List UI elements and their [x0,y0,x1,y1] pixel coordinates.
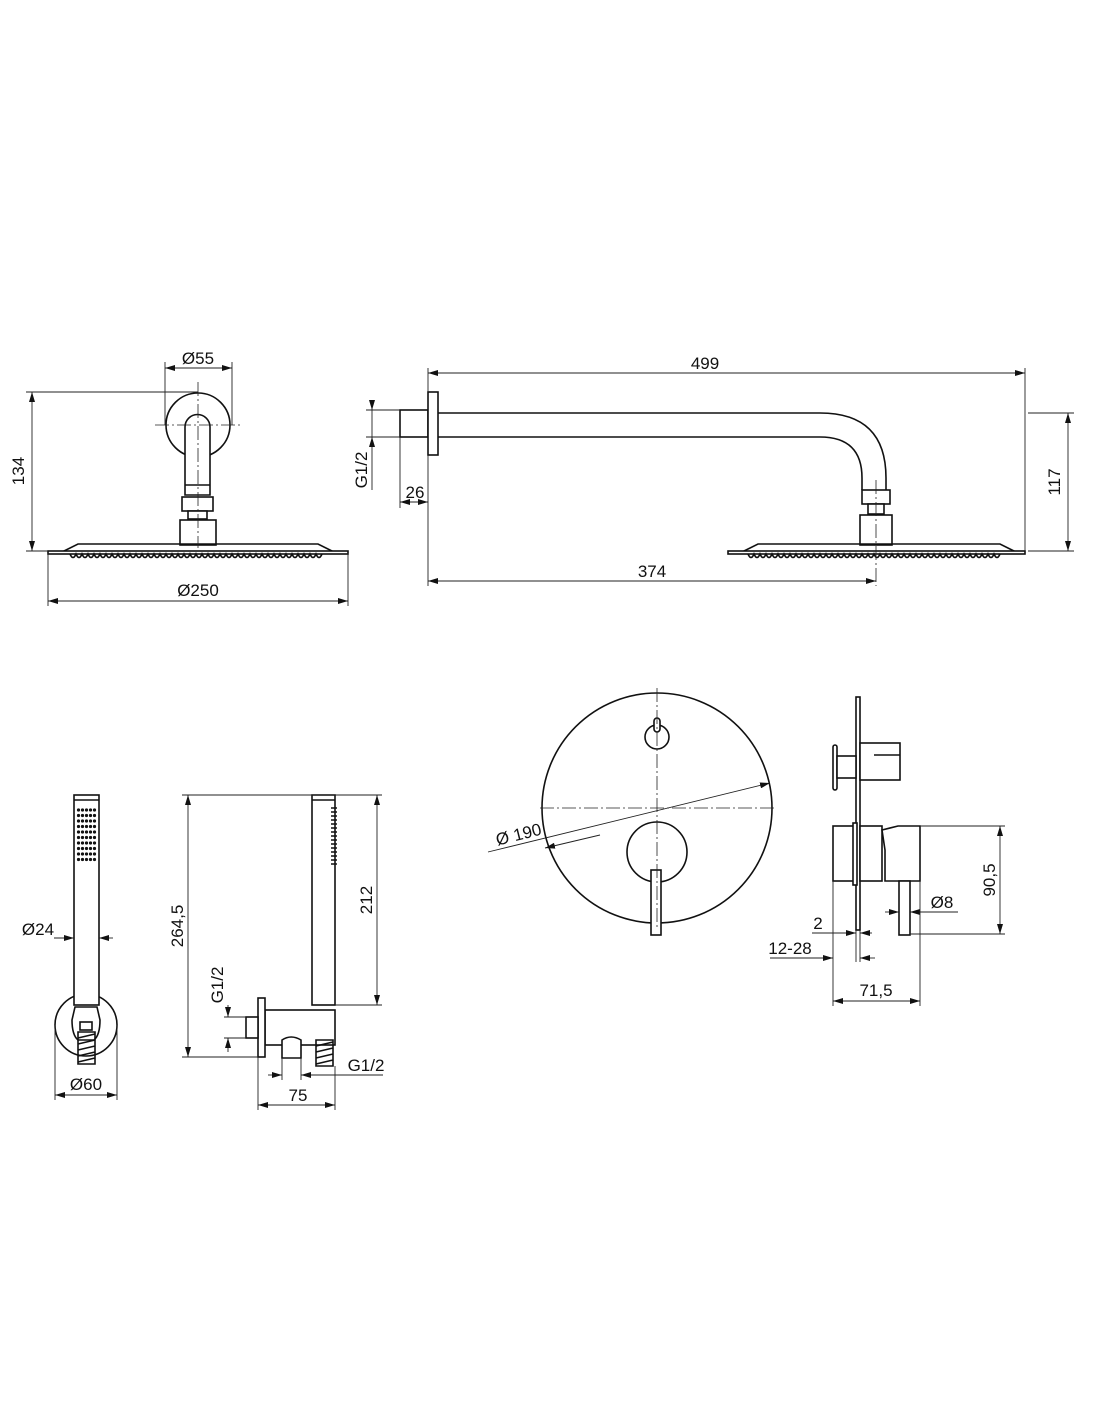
nozzles [69,551,323,559]
dim-flange-diameter: Ø55 [182,349,214,368]
spray-nozzle-dot [76,824,81,829]
spray-nozzle-dot [88,819,93,823]
wall-flange [427,391,439,456]
dim-shower-length: 212 [357,886,376,914]
hand-shower-front-view: Ø24 Ø60 [22,794,118,1100]
mixer-plate-side [855,696,861,931]
spray-nozzle-dot [80,824,85,829]
dim-projection: 374 [638,562,666,581]
spray-nozzle-dot [84,824,89,829]
spray-nozzle-dot [88,841,93,845]
dim-stub-length: 26 [406,483,425,502]
spray-nozzle-dot [92,824,97,829]
mixer-front-view: Ø 190 [487,688,775,936]
spray-nozzle-dot [80,841,85,845]
shower-head-front-view: Ø55 134 Ø250 [9,349,349,606]
spray-nozzle-dot [92,857,97,862]
dim-arm-thread: G1/2 [352,452,371,489]
wall-stub [399,409,429,438]
dim-mixer-height: 90,5 [980,863,999,896]
dim-arm-length: 499 [691,354,719,373]
shower-head-side-view: 499 G1/2 26 374 117 [352,354,1074,586]
mixer-side-view: 90,5 Ø8 2 12-28 71,5 [768,696,1005,1006]
spray-nozzle-dot [88,846,93,851]
spray-nozzle-dot [80,846,85,851]
arm-pipe [184,413,211,496]
spray-nozzle-dot [80,857,85,862]
swivel-nut [181,496,214,512]
hand-shower-handle [73,794,100,1006]
spray-nozzle-dot [76,846,81,851]
spray-nozzle-dot [80,813,85,818]
spray-nozzle-dot [92,835,97,840]
spray-nozzle-dot [84,835,89,840]
dim-mixer-depth: 71,5 [859,981,892,1000]
dim-lever-diameter: Ø8 [931,893,954,912]
spray-nozzle-dot [88,830,93,834]
spray-nozzle-dot [76,830,81,834]
diverter-body [859,742,901,781]
dim-total-height: 264,5 [168,905,187,948]
dim-plate-thickness: 2 [813,914,822,933]
spray-nozzle-dot [92,841,97,845]
spray-nozzle-dot [84,830,89,834]
spray-nozzle-dot [76,813,81,818]
dim-plate-diameter: Ø 190 [494,820,544,850]
spray-nozzle-dot [88,835,93,840]
dim-head-height: 134 [9,457,28,485]
spray-nozzle-dot [80,852,85,856]
spray-nozzle-dot [76,852,81,856]
spray-nozzle-dot [76,819,81,823]
hand-shower-side-view: 264,5 212 G1/2 G1/2 75 [168,794,385,1110]
spray-nozzle-dot [88,808,93,812]
dim-depth: 75 [289,1086,308,1105]
wall-outlet-flange [257,997,266,1058]
spray-nozzle-dot [84,813,89,818]
lever-side [898,880,911,936]
spray-nozzle-dot [84,857,89,862]
lever-cartridge [881,825,921,882]
dim-holder-diameter: Ø60 [70,1075,102,1094]
spray-nozzle-dot [84,819,89,823]
spray-nozzle-dot [92,808,97,812]
dim-head-diameter: Ø250 [177,581,219,600]
spray-nozzle-dot [88,852,93,856]
spray-nozzle-dot [92,819,97,823]
spray-nozzle-dot [76,841,81,845]
spray-nozzle-dot [88,824,93,829]
mixer-lever [650,869,662,936]
spray-nozzle-dot [76,835,81,840]
hand-shower-body [311,794,336,1006]
dim-outlet-thread: G1/2 [348,1056,385,1075]
spray-nozzle-dot [80,808,85,812]
spray-nozzle-dot [84,808,89,812]
spray-nozzle-dot [76,857,81,862]
hose-thread [77,1031,96,1065]
spray-nozzle-dot [84,846,89,851]
spray-nozzle-dot [92,813,97,818]
spray-nozzle-dot [76,808,81,812]
spray-nozzle-dot [80,830,85,834]
spray-nozzle-dot [84,841,89,845]
spray-nozzle-dot [92,852,97,856]
spray-nozzle-dot [92,846,97,851]
dim-inlet-thread: G1/2 [208,967,227,1004]
dim-drop-height: 117 [1045,468,1064,495]
spray-nozzle-dot [80,819,85,823]
dim-handle-diameter: Ø24 [22,920,54,939]
spray-nozzle-dot [84,852,89,856]
spray-nozzle-dot [92,830,97,834]
spray-nozzle-dot [80,835,85,840]
spray-nozzle-dot [88,813,93,818]
shower-arm [438,412,887,490]
spray-nozzle-dot [88,857,93,862]
dim-wall-range: 12-28 [768,939,811,958]
